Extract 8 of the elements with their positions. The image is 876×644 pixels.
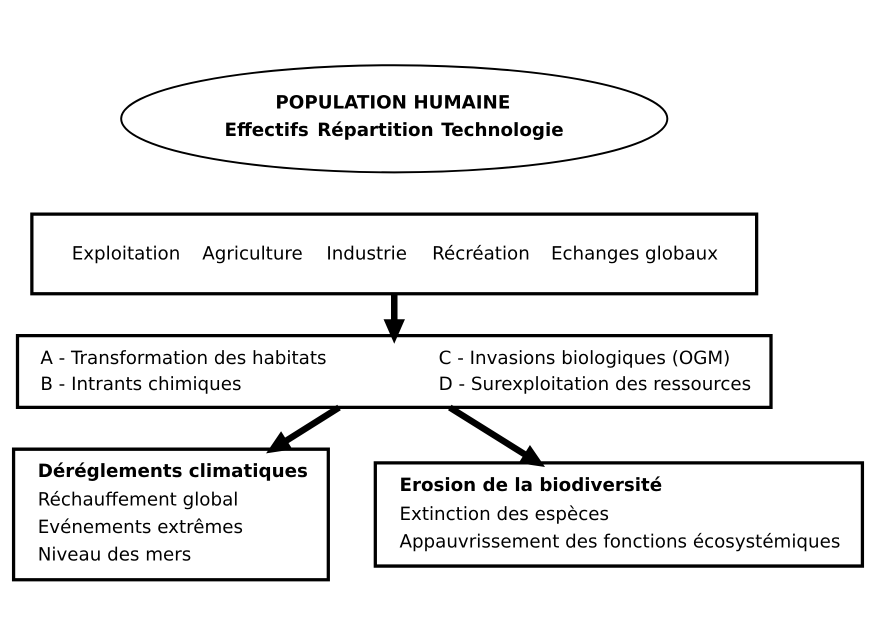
node-ellipse: POPULATION HUMAINE Effectifs Répartition Technologie <box>120 64 668 173</box>
node-box: Erosion de la biodiversité Extinction des espèces Appauvrissement des fonctions écosystémiques <box>374 460 864 568</box>
arrow <box>266 404 341 453</box>
arrow <box>384 294 405 344</box>
node-box: Déréglements climatiques Réchauffement global Evénements extrêmes Niveau des mers <box>12 447 330 581</box>
arrow <box>448 404 546 467</box>
node-box: Exploitation Agriculture Industrie Récréation Echanges globaux <box>30 212 758 295</box>
node-box: A - Transformation des habitats C - Invasions biologiques (OGM) B - Intrants chimiques D - Surexploitation des ressources <box>16 333 773 409</box>
